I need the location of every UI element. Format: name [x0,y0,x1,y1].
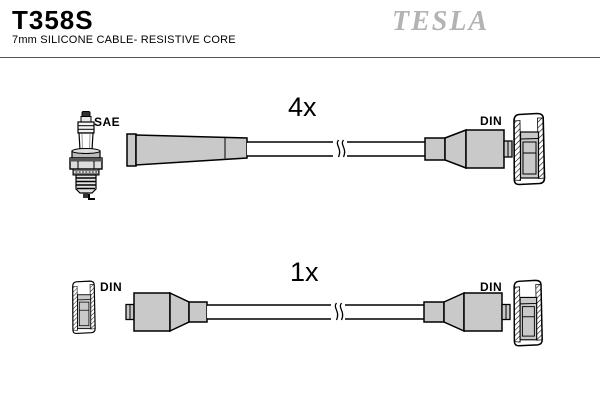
brand-logo: TESLA [392,6,490,37]
quantity-label: 4x [288,92,317,122]
din-cap-icon [72,280,96,335]
quantity-label: 1x [290,257,319,287]
product-description: 7mm SILICONE CABLE- RESISTIVE CORE [12,34,236,46]
cable-assembly-din-din [125,291,511,333]
cable-assembly-sae-din [126,128,513,170]
spark-plug-icon [69,111,103,200]
din-cap-icon [513,112,546,186]
header-divider [0,57,600,58]
din-label: DIN [480,114,503,128]
part-number: T358S [12,5,94,35]
din-label: DIN [480,280,503,294]
din-label: DIN [100,280,123,294]
din-cap-icon [513,279,543,347]
sae-label: SAE [94,115,121,129]
